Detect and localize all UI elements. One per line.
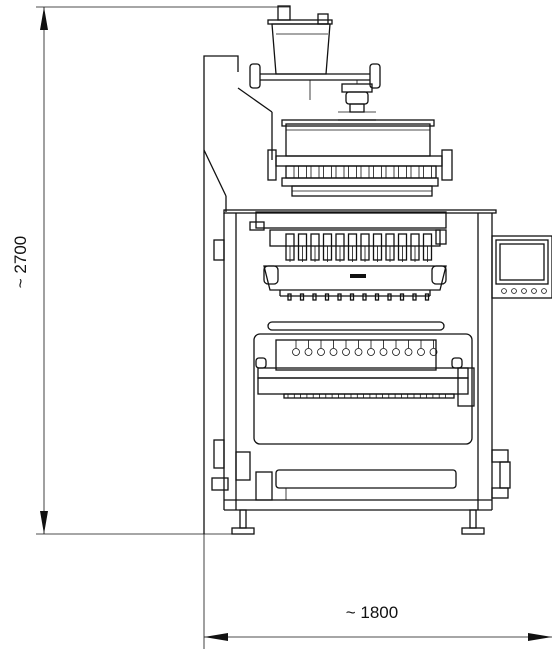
seal-roller	[292, 348, 300, 356]
upper-slot	[310, 165, 320, 179]
seal-roller	[317, 348, 325, 356]
upper-slot	[298, 165, 307, 179]
nozzle-stub	[324, 293, 330, 301]
upper-slot	[323, 165, 332, 179]
panel-button	[521, 288, 527, 294]
nozzle-stub	[387, 293, 392, 301]
nozzle-stub	[424, 293, 430, 301]
dosing-head	[267, 119, 453, 197]
nozzle-stub	[299, 293, 305, 301]
nozzle-stub	[412, 293, 417, 301]
back-frame	[203, 55, 273, 534]
upper-slot	[335, 165, 345, 179]
upper-slot	[423, 165, 432, 179]
control-panel	[491, 235, 552, 299]
upper-slot	[385, 165, 395, 179]
width-dimension-label: ~ 1800	[346, 603, 398, 622]
nozzle-frame	[249, 211, 447, 301]
seal-roller	[354, 348, 363, 356]
upper-slot	[373, 165, 382, 179]
seal-roller	[429, 348, 438, 356]
width-dimension: ~ 1800	[203, 534, 552, 649]
height-dimension: ~ 2700	[11, 6, 290, 535]
main-cabinet	[211, 209, 497, 511]
nozzle-stub	[399, 293, 405, 301]
seal-roller	[417, 348, 425, 356]
seal-roller	[392, 348, 400, 356]
seal-roller	[304, 348, 313, 356]
panel-button	[511, 288, 517, 294]
seal-roller	[367, 348, 375, 356]
upper-slot	[360, 165, 370, 179]
panel-button	[501, 288, 507, 294]
height-dimension-label: ~ 2700	[11, 236, 30, 288]
upper-slot	[285, 165, 295, 179]
nozzle-stub	[374, 293, 380, 301]
nozzle-stub	[337, 293, 342, 301]
seal-roller	[379, 348, 388, 356]
panel-button	[531, 288, 537, 294]
sealing-unit	[253, 321, 475, 445]
machine-feet	[231, 509, 485, 535]
nozzle-stub	[362, 293, 367, 301]
upper-slot	[410, 165, 420, 179]
panel-button	[541, 288, 547, 294]
seal-roller	[329, 348, 338, 356]
side-fittings	[491, 449, 511, 499]
seal-roller	[342, 348, 350, 356]
upper-slot	[398, 165, 407, 179]
seal-roller	[404, 348, 413, 356]
nozzle-stub	[349, 293, 355, 301]
nozzle-stub	[312, 293, 317, 301]
nozzle-stub	[287, 293, 292, 301]
top-hopper	[249, 5, 381, 100]
upper-slot	[348, 165, 357, 179]
